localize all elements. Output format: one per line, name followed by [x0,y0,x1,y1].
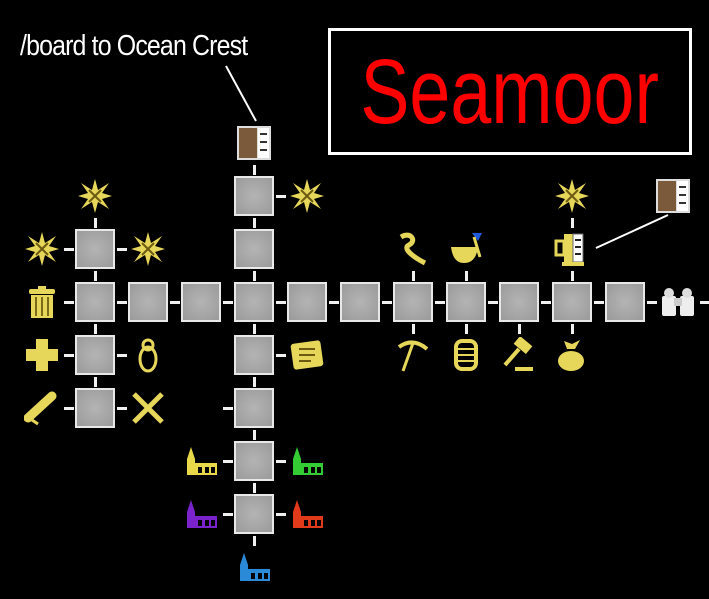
path-connector [699,300,709,304]
path-connector [411,323,415,334]
map-tile[interactable] [128,282,168,322]
beetle-icon[interactable] [128,335,168,375]
ladder-door-icon[interactable] [234,123,274,163]
map-tile[interactable] [499,282,539,322]
map-tile[interactable] [234,335,274,375]
path-connector [275,353,286,357]
path-connector [252,164,256,175]
path-connector [570,323,574,334]
ladder-pointer-line [595,214,669,249]
map-tile[interactable] [234,176,274,216]
path-connector [63,247,74,251]
scroll-icon[interactable] [22,388,62,428]
health-plus-icon[interactable] [22,335,62,375]
path-connector [381,300,392,304]
path-connector [464,323,468,334]
path-connector [222,512,233,516]
tavern-mug-icon[interactable] [552,229,592,269]
map-tile[interactable] [75,282,115,322]
path-connector [93,217,97,228]
path-connector [275,194,286,198]
path-connector [63,300,74,304]
money-bag-icon[interactable] [552,335,592,375]
path-connector [570,270,574,281]
map-tile[interactable] [75,388,115,428]
path-connector [222,300,233,304]
binoculars-icon[interactable] [658,282,698,322]
path-connector [434,300,445,304]
path-connector [252,429,256,440]
path-connector [570,217,574,228]
path-connector [540,300,551,304]
map-tile[interactable] [340,282,380,322]
church-green-icon[interactable] [287,441,327,481]
church-yellow-icon[interactable] [181,441,221,481]
path-connector [275,512,286,516]
map-tile[interactable] [446,282,486,322]
board-note-label: /board to Ocean Crest [20,30,248,62]
map-tile[interactable] [75,229,115,269]
map-tile[interactable] [605,282,645,322]
path-connector [411,270,415,281]
path-connector [275,300,286,304]
book-icon[interactable] [287,335,327,375]
path-connector [63,353,74,357]
area-title-box: Seamoor [328,28,692,155]
board-pointer-line [225,65,257,122]
map-tile[interactable] [234,282,274,322]
path-connector [252,323,256,334]
skill-star-icon[interactable] [22,229,62,269]
path-connector [93,323,97,334]
trash-icon[interactable] [22,282,62,322]
path-connector [116,353,127,357]
map-tile[interactable] [75,335,115,375]
church-purple-icon[interactable] [181,494,221,534]
map-tile[interactable] [234,494,274,534]
path-connector [222,406,233,410]
skill-star-icon[interactable] [75,176,115,216]
cooking-bowl-icon[interactable] [446,229,486,269]
skill-star-icon[interactable] [287,176,327,216]
path-connector [487,300,498,304]
ladder-door-icon[interactable] [653,176,693,216]
path-connector [252,535,256,546]
path-connector [222,459,233,463]
path-connector [169,300,180,304]
path-connector [252,217,256,228]
church-red-icon[interactable] [287,494,327,534]
path-connector [93,376,97,387]
path-connector [63,406,74,410]
area-title: Seamoor [360,40,660,143]
path-connector [252,270,256,281]
bones-icon[interactable] [446,335,486,375]
path-connector [275,459,286,463]
path-connector [252,376,256,387]
map-tile[interactable] [552,282,592,322]
church-blue-icon[interactable] [234,547,274,587]
map-tile[interactable] [234,441,274,481]
path-connector [517,323,521,334]
path-connector [252,482,256,493]
path-connector [93,270,97,281]
path-connector [116,247,127,251]
rope-icon[interactable] [393,229,433,269]
map-tile[interactable] [287,282,327,322]
crossed-swords-icon[interactable] [128,388,168,428]
skill-star-icon[interactable] [552,176,592,216]
pickaxe-icon[interactable] [393,335,433,375]
path-connector [116,406,127,410]
map-tile[interactable] [393,282,433,322]
skill-star-icon[interactable] [128,229,168,269]
map-tile[interactable] [234,388,274,428]
path-connector [116,300,127,304]
path-connector [464,270,468,281]
path-connector [646,300,657,304]
auction-hammer-icon[interactable] [499,335,539,375]
map-tile[interactable] [181,282,221,322]
path-connector [328,300,339,304]
map-tile[interactable] [234,229,274,269]
path-connector [593,300,604,304]
